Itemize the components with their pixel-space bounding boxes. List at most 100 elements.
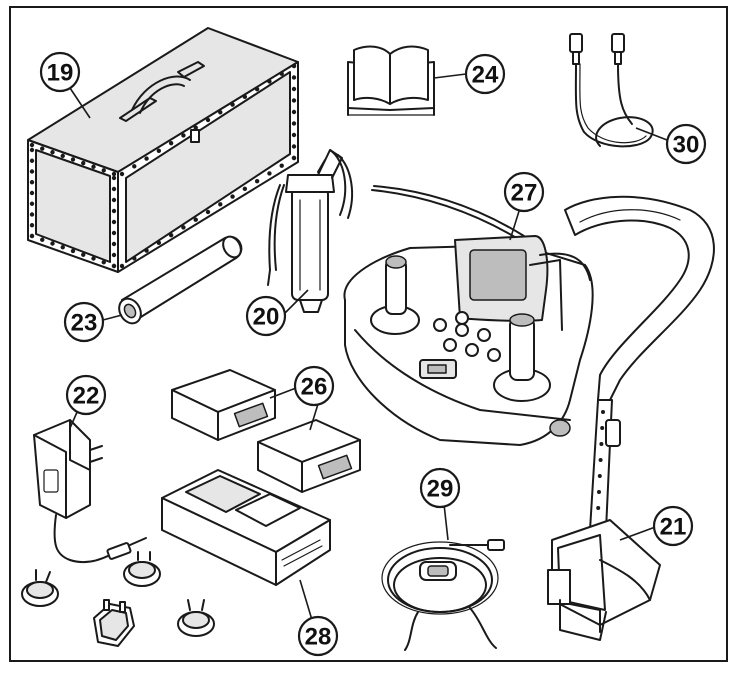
control-knob: [455, 323, 469, 337]
strap-hole: [600, 426, 605, 430]
grease-gun-drawing: [267, 149, 354, 313]
callout-label-19: 19: [47, 60, 74, 87]
rivet: [50, 241, 55, 246]
grease-cartridge-drawing: [118, 235, 243, 325]
rivet: [101, 168, 106, 173]
rivet: [267, 171, 272, 176]
rivet: [111, 197, 117, 203]
rivet: [60, 245, 65, 250]
rivet: [218, 202, 223, 207]
rivet: [291, 121, 297, 126]
callout-label-29: 29: [427, 476, 454, 503]
callout-26-a: 26: [293, 365, 335, 407]
callout-28: 28: [297, 615, 339, 657]
rivet: [291, 75, 297, 80]
strap-hole: [601, 410, 605, 414]
rivet: [29, 233, 35, 239]
rivet: [111, 263, 117, 269]
callout-22: 22: [65, 374, 107, 416]
callout-label-28: 28: [305, 624, 332, 651]
callout-29: 29: [419, 467, 461, 509]
connection-cable-drawing: [569, 33, 654, 148]
rivet: [60, 153, 65, 159]
rivet: [111, 171, 117, 177]
figure-frame: [9, 6, 728, 662]
rivet: [111, 175, 117, 181]
charging-station-drawing: [161, 469, 331, 586]
rivet: [91, 164, 96, 169]
callout-20: 20: [245, 295, 287, 337]
rivet: [193, 217, 198, 222]
control-knob: [477, 328, 491, 342]
rivet: [40, 146, 45, 151]
rivet: [181, 225, 186, 230]
control-knob: [433, 318, 447, 332]
rivet: [119, 171, 125, 177]
rivet: [132, 256, 137, 261]
charger-drawing: [21, 419, 215, 647]
rivet: [29, 158, 35, 163]
rivet: [156, 240, 162, 246]
rivet: [40, 237, 45, 242]
rivet: [29, 142, 35, 148]
storage-case-drawing: [27, 27, 299, 273]
rivet: [291, 86, 297, 92]
shoulder-harness-drawing: [547, 195, 715, 641]
plug-adapter-1: [21, 569, 59, 607]
strap-hole: [597, 490, 601, 494]
rivet: [291, 132, 297, 138]
leader-lines: [69, 73, 668, 621]
manual-book-drawing: [347, 45, 435, 116]
antenna-cable-drawing: [381, 539, 505, 651]
rivet: [168, 140, 174, 146]
rivet: [29, 180, 35, 185]
plug-adapter-2: [123, 551, 161, 587]
rivet: [50, 150, 55, 155]
rivet: [279, 163, 284, 168]
control-knob: [455, 311, 469, 325]
rivet: [29, 201, 35, 206]
battery-pack-drawing: [171, 369, 361, 493]
rivet: [111, 230, 117, 236]
callout-label-24: 24: [472, 62, 499, 89]
rivet: [254, 178, 260, 184]
rivet: [205, 209, 211, 215]
rivet: [230, 194, 235, 199]
rivet: [279, 71, 284, 76]
callout-label-23: 23: [71, 310, 98, 337]
rivet: [101, 260, 106, 265]
strap-hole: [596, 506, 601, 510]
callout-label-26: 26: [301, 374, 328, 401]
control-knob: [487, 348, 501, 362]
callout-label-22: 22: [73, 383, 100, 410]
callout-24: 24: [464, 53, 506, 95]
rivet: [230, 102, 235, 107]
control-knob: [465, 343, 479, 357]
rivet: [29, 190, 35, 196]
callout-label-30: 30: [673, 132, 700, 159]
rivet: [91, 256, 96, 261]
rivet: [81, 252, 86, 257]
callout-label-20: 20: [253, 304, 280, 331]
rivet: [111, 186, 117, 192]
rivet: [29, 147, 35, 153]
rivet: [181, 133, 186, 138]
rivet: [70, 248, 76, 254]
strap-hole: [599, 442, 604, 446]
rivet: [205, 117, 211, 123]
plug-adapter-4: [177, 599, 215, 637]
rivet: [144, 248, 149, 253]
rivet: [111, 219, 117, 225]
rivet: [111, 208, 117, 214]
rivet: [168, 232, 174, 238]
callout-label-21: 21: [660, 514, 687, 541]
rivet: [111, 252, 117, 258]
rivet: [29, 212, 35, 217]
callout-19: 19: [39, 51, 81, 93]
callout-label-27: 27: [511, 180, 538, 207]
rivet: [156, 148, 162, 154]
rivet: [111, 241, 117, 247]
rivet: [119, 263, 125, 269]
